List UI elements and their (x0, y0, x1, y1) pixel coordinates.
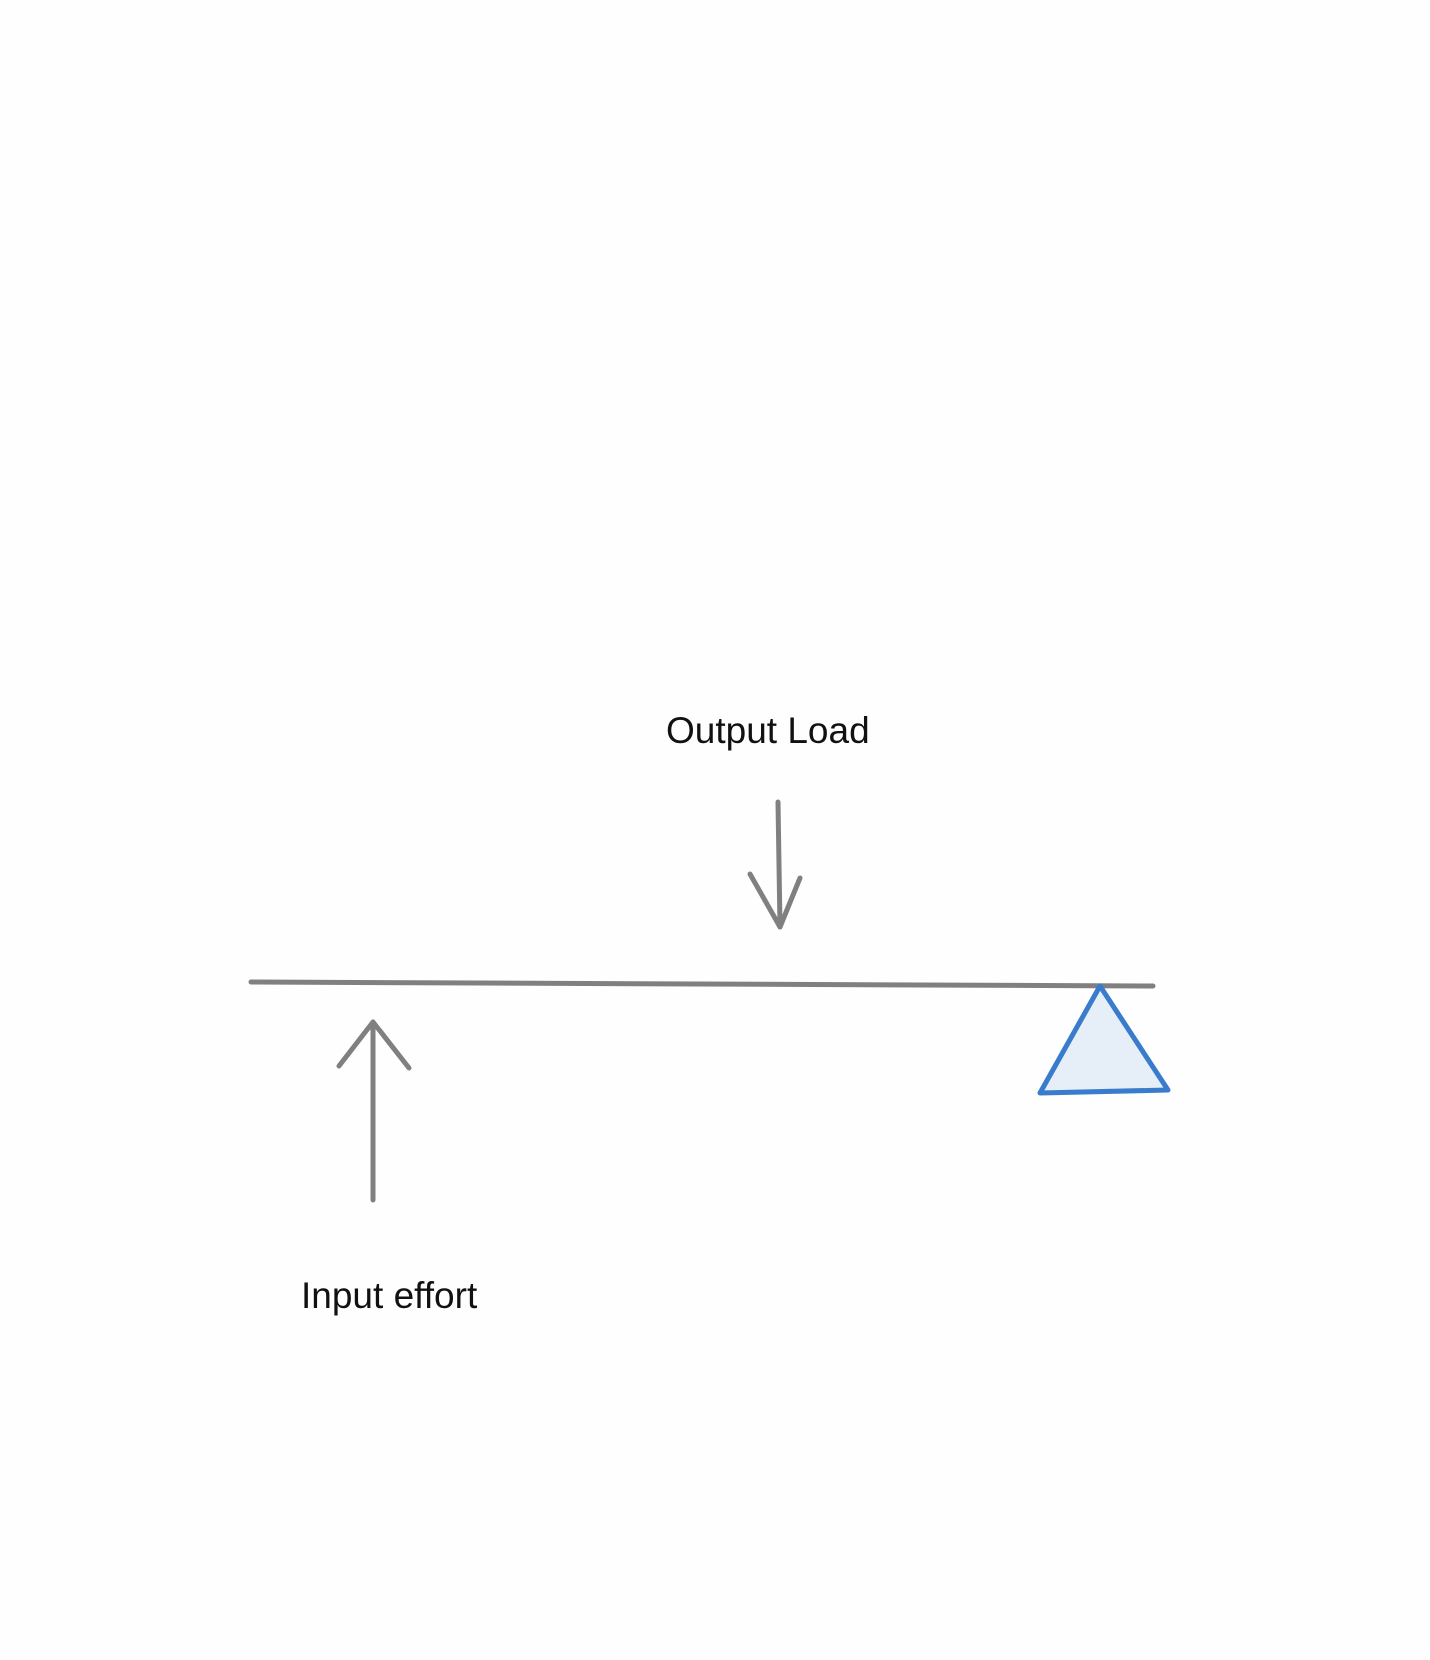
fulcrum-triangle (1037, 983, 1171, 1096)
output-load-label: Output Load (666, 710, 870, 751)
lever-beam (248, 979, 1156, 989)
input-effort-arrow (336, 1019, 412, 1203)
input-effort-label: Input effort (301, 1275, 478, 1316)
output-load-arrow (747, 799, 803, 930)
